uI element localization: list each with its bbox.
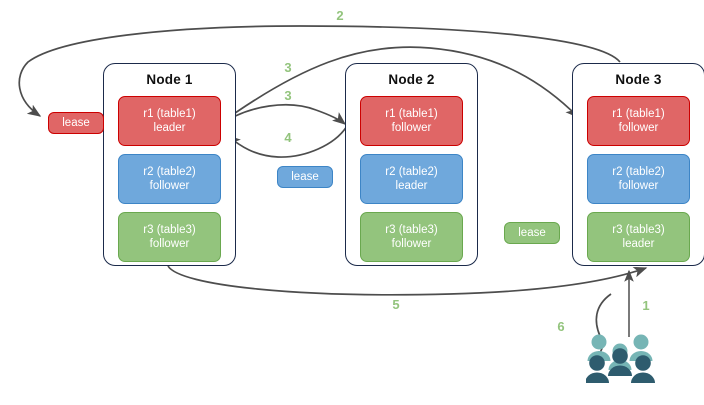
lease-label: lease (291, 171, 319, 183)
replica-role: leader (622, 238, 655, 250)
step-label-6: 6 (557, 319, 565, 334)
replica-role: follower (391, 122, 432, 134)
lease-badge-blue[interactable]: lease (277, 166, 333, 188)
replica-r3-node3[interactable]: r3 (table3) leader (587, 212, 690, 262)
arrow-step-3-to-node3 (217, 46, 579, 126)
replica-r1-node3[interactable]: r1 (table1) follower (587, 96, 690, 146)
replica-role: follower (391, 238, 432, 250)
step-label-2: 2 (336, 8, 344, 23)
step-label-3b: 3 (284, 88, 292, 103)
replica-name: r1 (table1) (143, 108, 196, 120)
users-group-icon (586, 334, 655, 383)
replica-role: follower (149, 238, 190, 250)
step-label-4: 4 (284, 130, 292, 145)
arrow-step-3-to-node2 (217, 103, 347, 127)
replica-name: r1 (table1) (385, 108, 438, 120)
replica-name: r3 (table3) (143, 224, 196, 236)
lease-label: lease (62, 117, 90, 129)
replica-r2-node2[interactable]: r2 (table2) leader (360, 154, 463, 204)
replica-name: r3 (table3) (612, 224, 665, 236)
replica-name: r2 (table2) (612, 166, 665, 178)
node-title: Node 1 (146, 72, 193, 87)
replica-role: follower (149, 180, 190, 192)
node-title: Node 2 (388, 72, 435, 87)
node-title: Node 3 (615, 72, 662, 87)
step-label-5: 5 (392, 297, 400, 312)
replica-name: r2 (table2) (385, 166, 438, 178)
arrow-step-4 (226, 125, 348, 158)
replica-name: r1 (table1) (612, 108, 665, 120)
replica-r2-node1[interactable]: r2 (table2) follower (118, 154, 221, 204)
replica-role: follower (618, 180, 659, 192)
replica-name: r2 (table2) (143, 166, 196, 178)
replica-r3-node2[interactable]: r3 (table3) follower (360, 212, 463, 262)
node-container-node2[interactable]: Node 2 r1 (table1) follower r2 (table2) … (345, 63, 478, 266)
replica-r1-node2[interactable]: r1 (table1) follower (360, 96, 463, 146)
replica-r3-node1[interactable]: r3 (table3) follower (118, 212, 221, 262)
lease-badge-red[interactable]: lease (48, 112, 104, 134)
node-container-node3[interactable]: Node 3 r1 (table1) follower r2 (table2) … (572, 63, 704, 266)
arrow-step-2 (18, 25, 621, 117)
replica-role: leader (395, 180, 428, 192)
replica-role: follower (618, 122, 659, 134)
step-label-3a: 3 (284, 60, 292, 75)
step-label-1: 1 (642, 298, 650, 313)
replica-r2-node3[interactable]: r2 (table2) follower (587, 154, 690, 204)
node-container-node1[interactable]: Node 1 r1 (table1) leader r2 (table2) fo… (103, 63, 236, 266)
lease-label: lease (518, 227, 546, 239)
replica-name: r3 (table3) (385, 224, 438, 236)
lease-badge-green[interactable]: lease (504, 222, 560, 244)
arrow-step-5 (167, 265, 648, 296)
replica-role: leader (153, 122, 186, 134)
replica-r1-node1[interactable]: r1 (table1) leader (118, 96, 221, 146)
